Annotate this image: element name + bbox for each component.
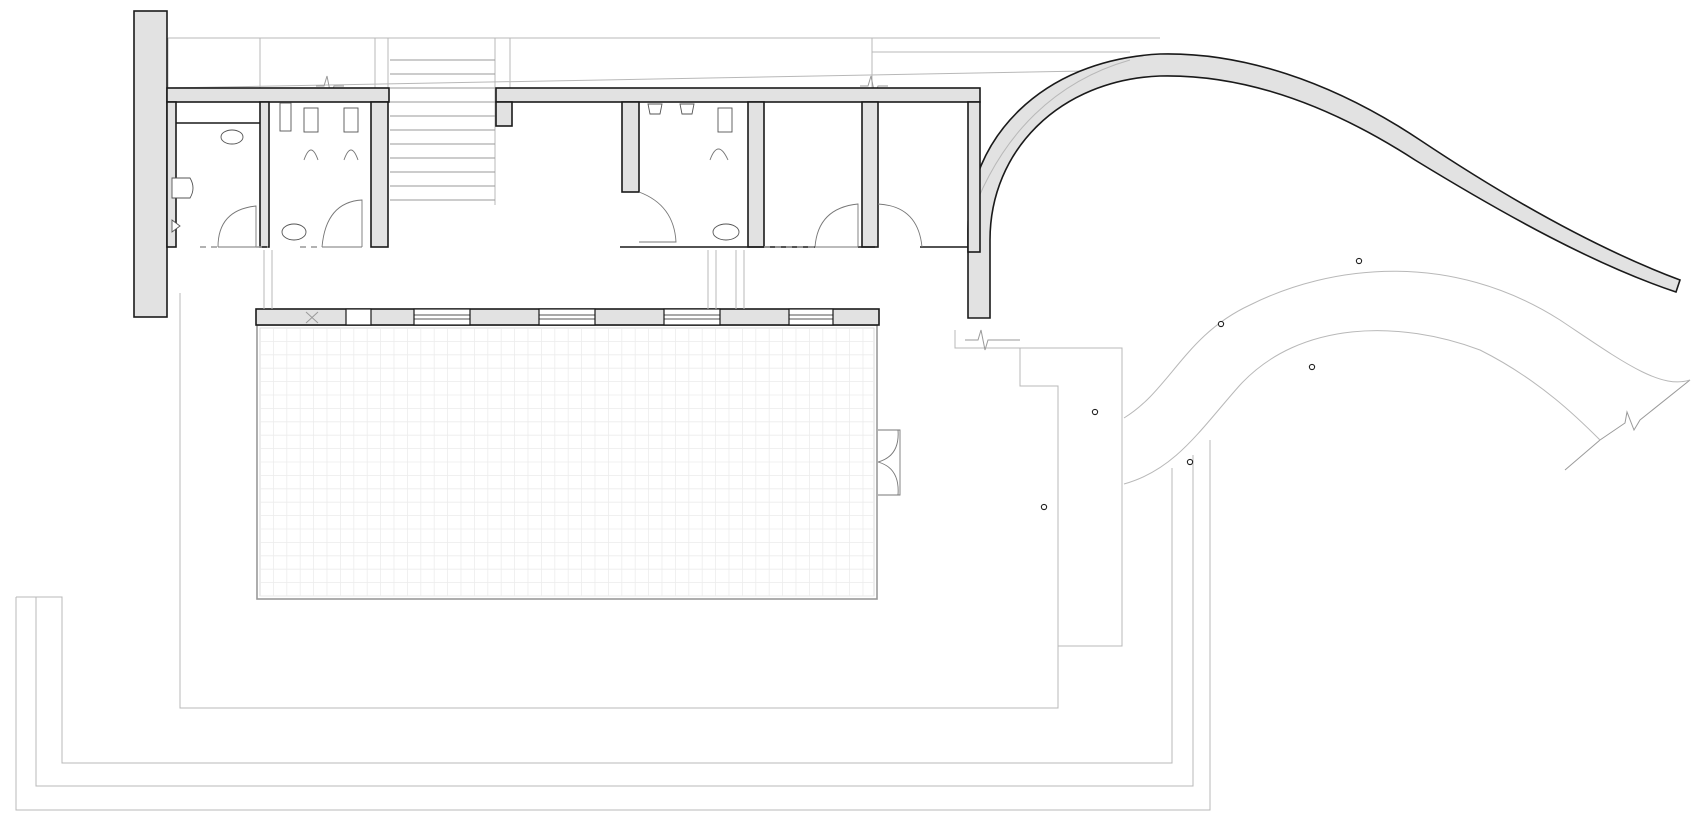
curved-wall xyxy=(967,53,1682,319)
curved-path xyxy=(1123,270,1691,485)
window-opening xyxy=(538,308,596,326)
sink-icon xyxy=(220,129,244,145)
site-columns xyxy=(1040,257,1363,511)
pool-tiles xyxy=(260,328,874,597)
door-swing xyxy=(321,199,363,248)
pool-windows xyxy=(345,308,834,326)
window-opening xyxy=(663,308,721,326)
column-marker xyxy=(1040,503,1048,511)
restroom-block-right xyxy=(495,87,981,253)
door-swing xyxy=(877,203,923,248)
window-opening xyxy=(345,308,372,326)
column-marker xyxy=(1186,458,1194,466)
toilet-stall-fixture-icon xyxy=(343,107,359,133)
window-opening xyxy=(788,308,834,326)
restroom-block-left xyxy=(133,10,390,318)
sink-icon xyxy=(281,223,307,241)
column-marker xyxy=(1308,363,1316,371)
toilet-stall-fixture-icon xyxy=(303,107,319,133)
toilet-stall-fixture-icon xyxy=(717,107,733,133)
urinal-icon xyxy=(679,103,695,115)
urinal-icon xyxy=(647,103,663,115)
left-boundary-wall xyxy=(133,10,168,318)
break-marks xyxy=(316,75,1691,471)
stairs xyxy=(390,59,495,201)
door-swing xyxy=(814,203,859,248)
pool-double-door xyxy=(878,429,901,496)
sink-icon xyxy=(712,223,740,241)
door-swing xyxy=(638,191,677,243)
window-opening xyxy=(413,308,471,326)
column-marker xyxy=(1355,257,1363,265)
pool xyxy=(255,250,901,600)
toilet-icon xyxy=(171,177,194,199)
column-marker xyxy=(1217,320,1225,328)
urinal-icon xyxy=(171,219,181,233)
column-marker xyxy=(1091,408,1099,416)
site-outlines xyxy=(15,37,1211,811)
door-swing xyxy=(217,205,257,248)
